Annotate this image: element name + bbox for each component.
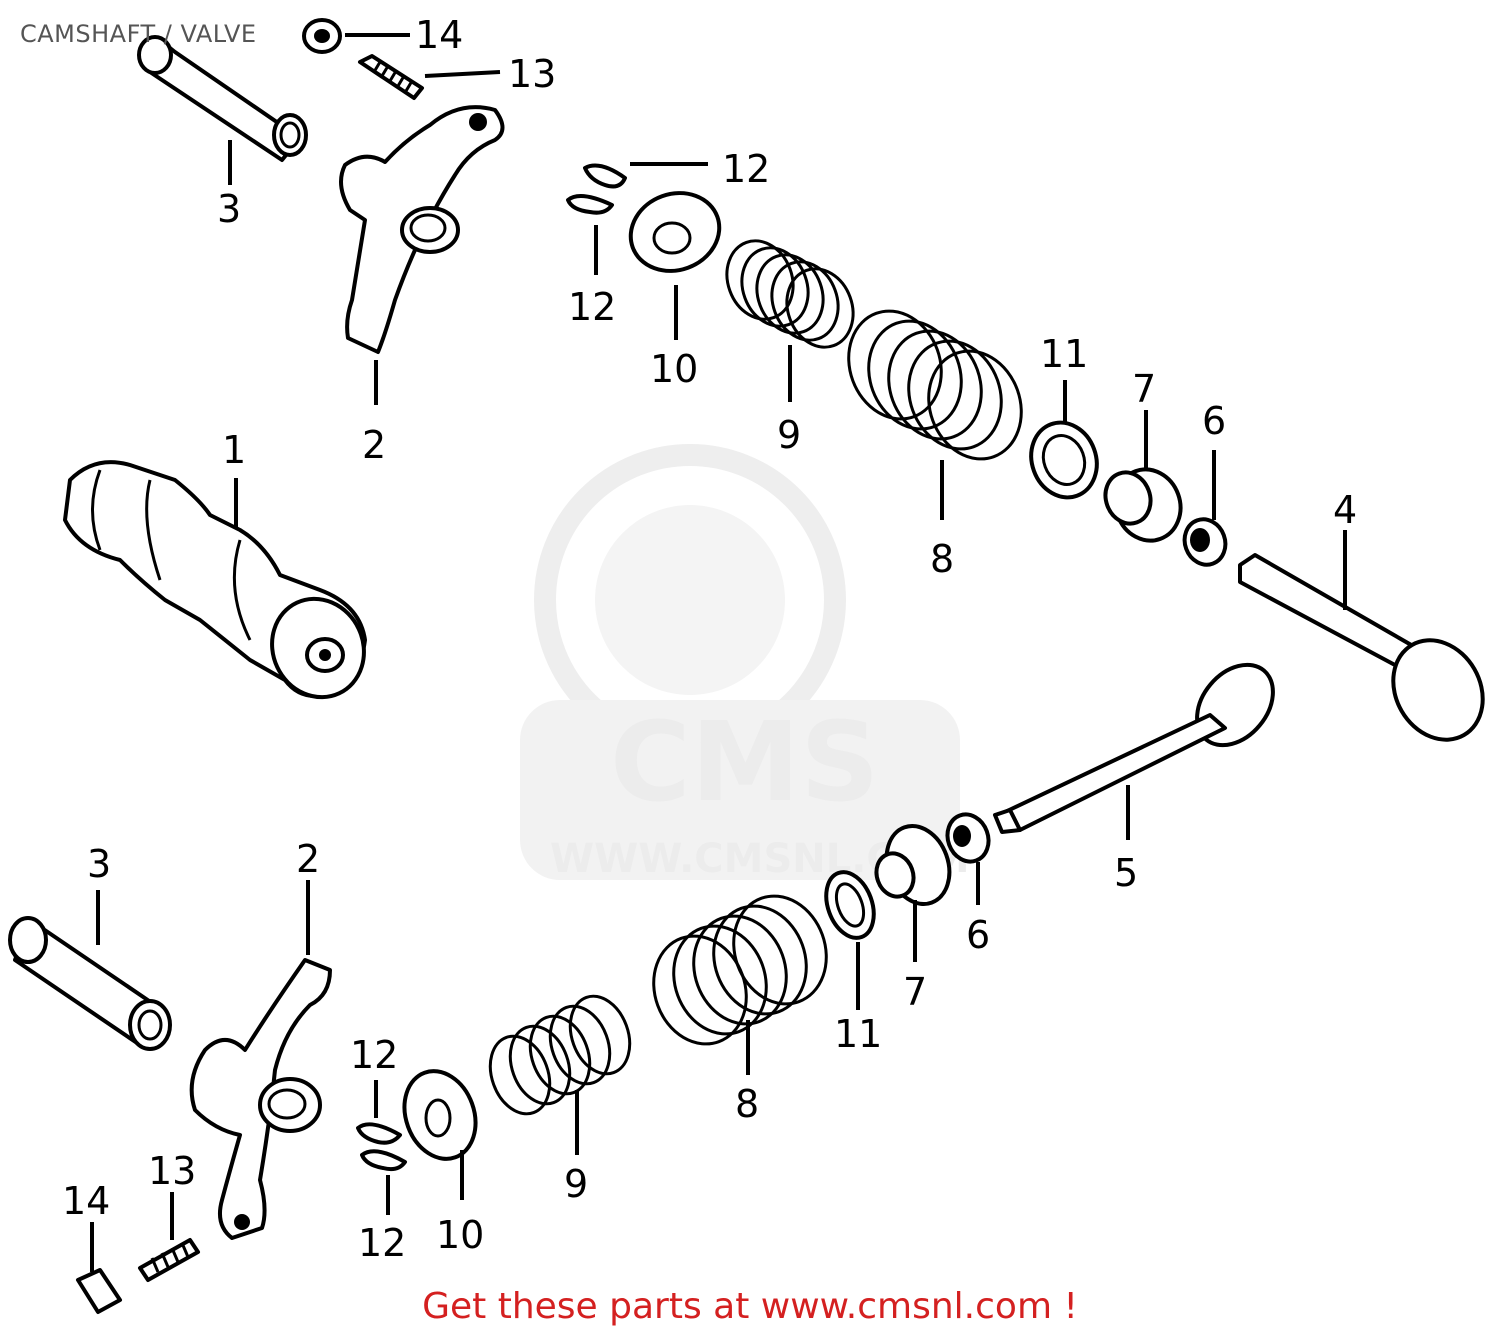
part-10-retainer-lower <box>402 1069 478 1200</box>
part-9-inner-spring-lower <box>488 994 632 1155</box>
part-4-valve-upper <box>1238 530 1485 742</box>
callout-3-upper: 3 <box>217 187 241 231</box>
cmsnl-watermark: CMS WWW.CMSNL.COM <box>520 444 970 882</box>
part-6-seal-upper <box>1182 450 1228 567</box>
part-13-adjusting-screw-upper <box>358 54 501 100</box>
watermark-logo-text: CMS <box>610 698 879 826</box>
callout-12-lower-bottom: 12 <box>358 1221 406 1265</box>
callout-13-lower: 13 <box>148 1149 196 1193</box>
part-8-outer-spring-upper <box>847 309 1023 520</box>
callout-10-lower: 10 <box>436 1213 484 1257</box>
callout-2-upper: 2 <box>362 423 386 467</box>
callout-12-upper-below: 12 <box>568 285 616 329</box>
callout-7-lower: 7 <box>903 970 927 1014</box>
callout-9-upper: 9 <box>777 413 801 457</box>
part-6-seal-lower <box>945 812 991 905</box>
part-11-spring-seat-lower <box>824 870 876 1010</box>
part-10-retainer-upper <box>628 191 722 340</box>
callout-3-lower: 3 <box>87 842 111 886</box>
callout-9-lower: 9 <box>564 1162 588 1206</box>
callout-1: 1 <box>222 428 246 472</box>
page-title: CAMSHAFT / VALVE <box>20 20 257 48</box>
part-11-spring-seat-upper <box>1029 380 1099 500</box>
part-12-cotters-upper <box>566 162 708 275</box>
callout-10-upper: 10 <box>650 347 698 391</box>
part-5-valve-lower <box>993 662 1275 840</box>
callout-2-lower: 2 <box>296 837 320 881</box>
part-14-cap-nut-lower <box>76 1222 122 1314</box>
callout-12-lower-top: 12 <box>350 1033 398 1077</box>
callout-8-lower: 8 <box>735 1082 759 1126</box>
part-7-stem-seal-lower <box>874 824 952 962</box>
part-3-rocker-shaft-lower <box>8 890 172 1051</box>
part-8-outer-spring-lower <box>652 894 828 1075</box>
part-1-camshaft <box>63 460 367 700</box>
part-9-inner-spring-upper <box>725 239 855 402</box>
part-3-rocker-shaft-upper <box>137 35 308 185</box>
part-7-stem-seal-upper <box>1103 410 1183 543</box>
part-13-adjusting-screw-lower <box>138 1192 200 1282</box>
part-12-cotters-lower <box>356 1080 407 1215</box>
callout-7-upper: 7 <box>1132 367 1156 411</box>
callout-4: 4 <box>1333 488 1357 532</box>
callout-labels: 14 13 3 2 12 12 10 9 11 7 6 8 4 1 5 3 2 … <box>62 13 1357 1265</box>
footer-link[interactable]: Get these parts at www.cmsnl.com ! <box>422 1286 1078 1327</box>
callout-6-lower: 6 <box>966 913 990 957</box>
callout-14-lower: 14 <box>62 1179 110 1223</box>
callout-5: 5 <box>1114 851 1138 895</box>
callout-6-upper: 6 <box>1202 399 1226 443</box>
callout-14-upper: 14 <box>415 13 463 57</box>
part-14-cap-nut-upper <box>302 18 410 54</box>
callout-12-upper-right: 12 <box>722 147 770 191</box>
callout-13-upper: 13 <box>508 52 556 96</box>
part-2-rocker-arm-upper <box>339 105 505 405</box>
part-2-rocker-arm-lower <box>189 880 332 1240</box>
callout-8-upper: 8 <box>930 537 954 581</box>
callout-11-lower: 11 <box>834 1012 882 1056</box>
callout-11-upper: 11 <box>1040 332 1088 376</box>
